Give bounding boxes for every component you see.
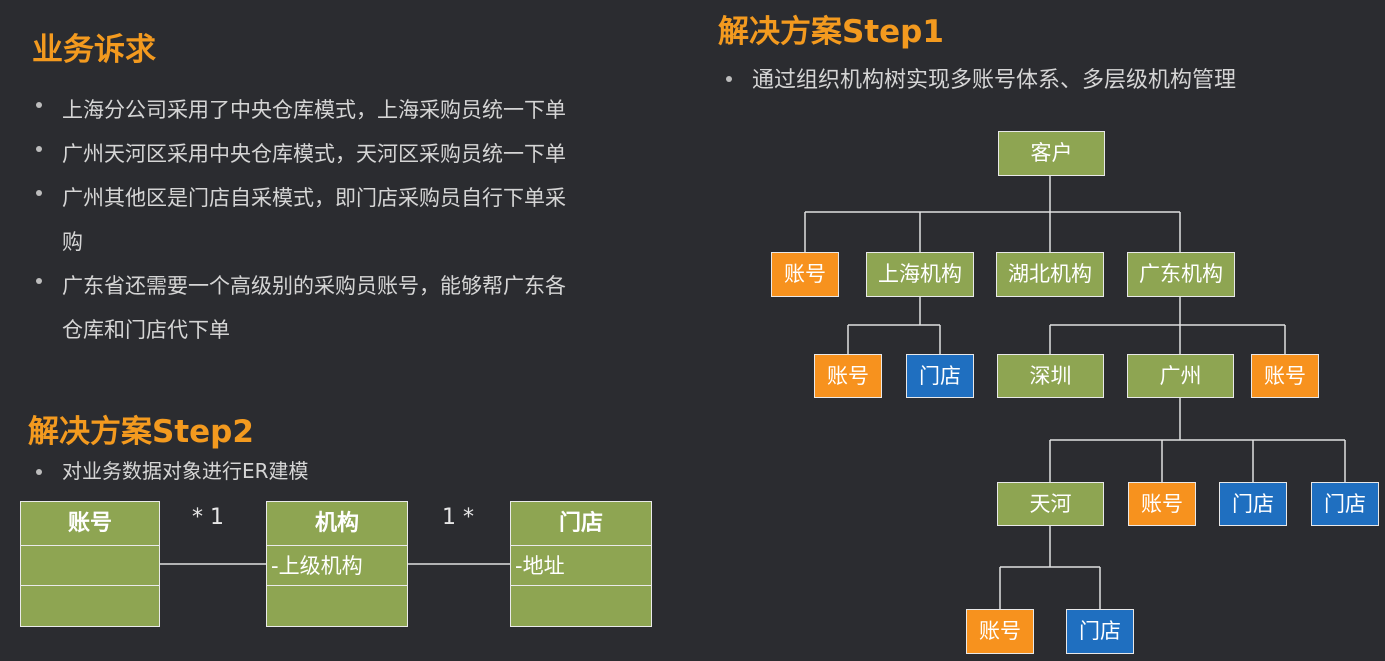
tree-node-org: 天河 [997, 482, 1104, 526]
tree-node-store: 门店 [906, 354, 974, 398]
tree-node-org: 上海机构 [866, 252, 974, 297]
list-item-text: 通过组织机构树实现多账号体系、多层级机构管理 [752, 68, 1237, 93]
uml-class-name: 账号 [21, 502, 159, 546]
tree-node-root: 客户 [998, 131, 1105, 176]
multiplicity-label: * 1 [192, 505, 224, 530]
tree-node-org: 深圳 [997, 354, 1104, 398]
list-item: 广州天河区采用中央仓库模式，天河区采购员统一下单 [28, 132, 648, 176]
list-item: 对业务数据对象进行ER建模 [28, 455, 448, 487]
step1-list: 通过组织机构树实现多账号体系、多层级机构管理 [718, 62, 1378, 100]
list-item: 通过组织机构树实现多账号体系、多层级机构管理 [718, 62, 1378, 100]
step2-heading: 解决方案Step2 [28, 414, 254, 450]
list-item-text: 购 [62, 230, 83, 254]
uml-class-org: 机构 -上级机构 [266, 501, 408, 627]
uml-class-name: 机构 [267, 502, 407, 546]
uml-class-methods [21, 586, 159, 627]
step2-list: 对业务数据对象进行ER建模 [28, 455, 448, 487]
list-item-text: 广东省还需要一个高级别的采购员账号，能够帮广东各 [62, 274, 566, 298]
list-item-text: 对业务数据对象进行ER建模 [62, 459, 309, 483]
list-item-text: 上海分公司采用了中央仓库模式，上海采购员统一下单 [62, 98, 566, 122]
uml-class-methods [267, 586, 407, 627]
uml-class-name: 门店 [511, 502, 651, 546]
tree-node-org: 湖北机构 [996, 252, 1104, 297]
uml-class-attributes: -上级机构 [267, 546, 407, 586]
uml-class-attributes: -地址 [511, 546, 651, 586]
step1-heading: 解决方案Step1 [718, 14, 944, 50]
tree-node-account: 账号 [771, 252, 839, 297]
tree-node-account: 账号 [814, 354, 882, 398]
uml-class-store: 门店 -地址 [510, 501, 652, 627]
uml-class-methods [511, 586, 651, 627]
requirements-list: 上海分公司采用了中央仓库模式，上海采购员统一下单 广州天河区采用中央仓库模式，天… [28, 88, 648, 352]
list-item-text: 广州天河区采用中央仓库模式，天河区采购员统一下单 [62, 142, 566, 166]
list-item: 广东省还需要一个高级别的采购员账号，能够帮广东各 仓库和门店代下单 [28, 264, 648, 352]
tree-node-store: 门店 [1066, 609, 1134, 654]
list-item: 广州其他区是门店自采模式，即门店采购员自行下单采 购 [28, 176, 648, 264]
tree-node-account: 账号 [1128, 482, 1196, 526]
tree-node-org: 广东机构 [1127, 252, 1235, 297]
tree-node-store: 门店 [1219, 482, 1287, 526]
list-item: 上海分公司采用了中央仓库模式，上海采购员统一下单 [28, 88, 648, 132]
requirements-heading: 业务诉求 [32, 32, 156, 68]
tree-node-org: 广州 [1127, 354, 1234, 398]
list-item-text: 广州其他区是门店自采模式，即门店采购员自行下单采 [62, 186, 566, 210]
list-item-text: 仓库和门店代下单 [62, 318, 230, 342]
tree-node-store: 门店 [1311, 482, 1379, 526]
tree-node-account: 账号 [966, 609, 1034, 654]
tree-node-account: 账号 [1251, 354, 1319, 398]
uml-class-account: 账号 [20, 501, 160, 627]
multiplicity-label: 1 * [442, 505, 474, 530]
uml-class-attributes [21, 546, 159, 586]
